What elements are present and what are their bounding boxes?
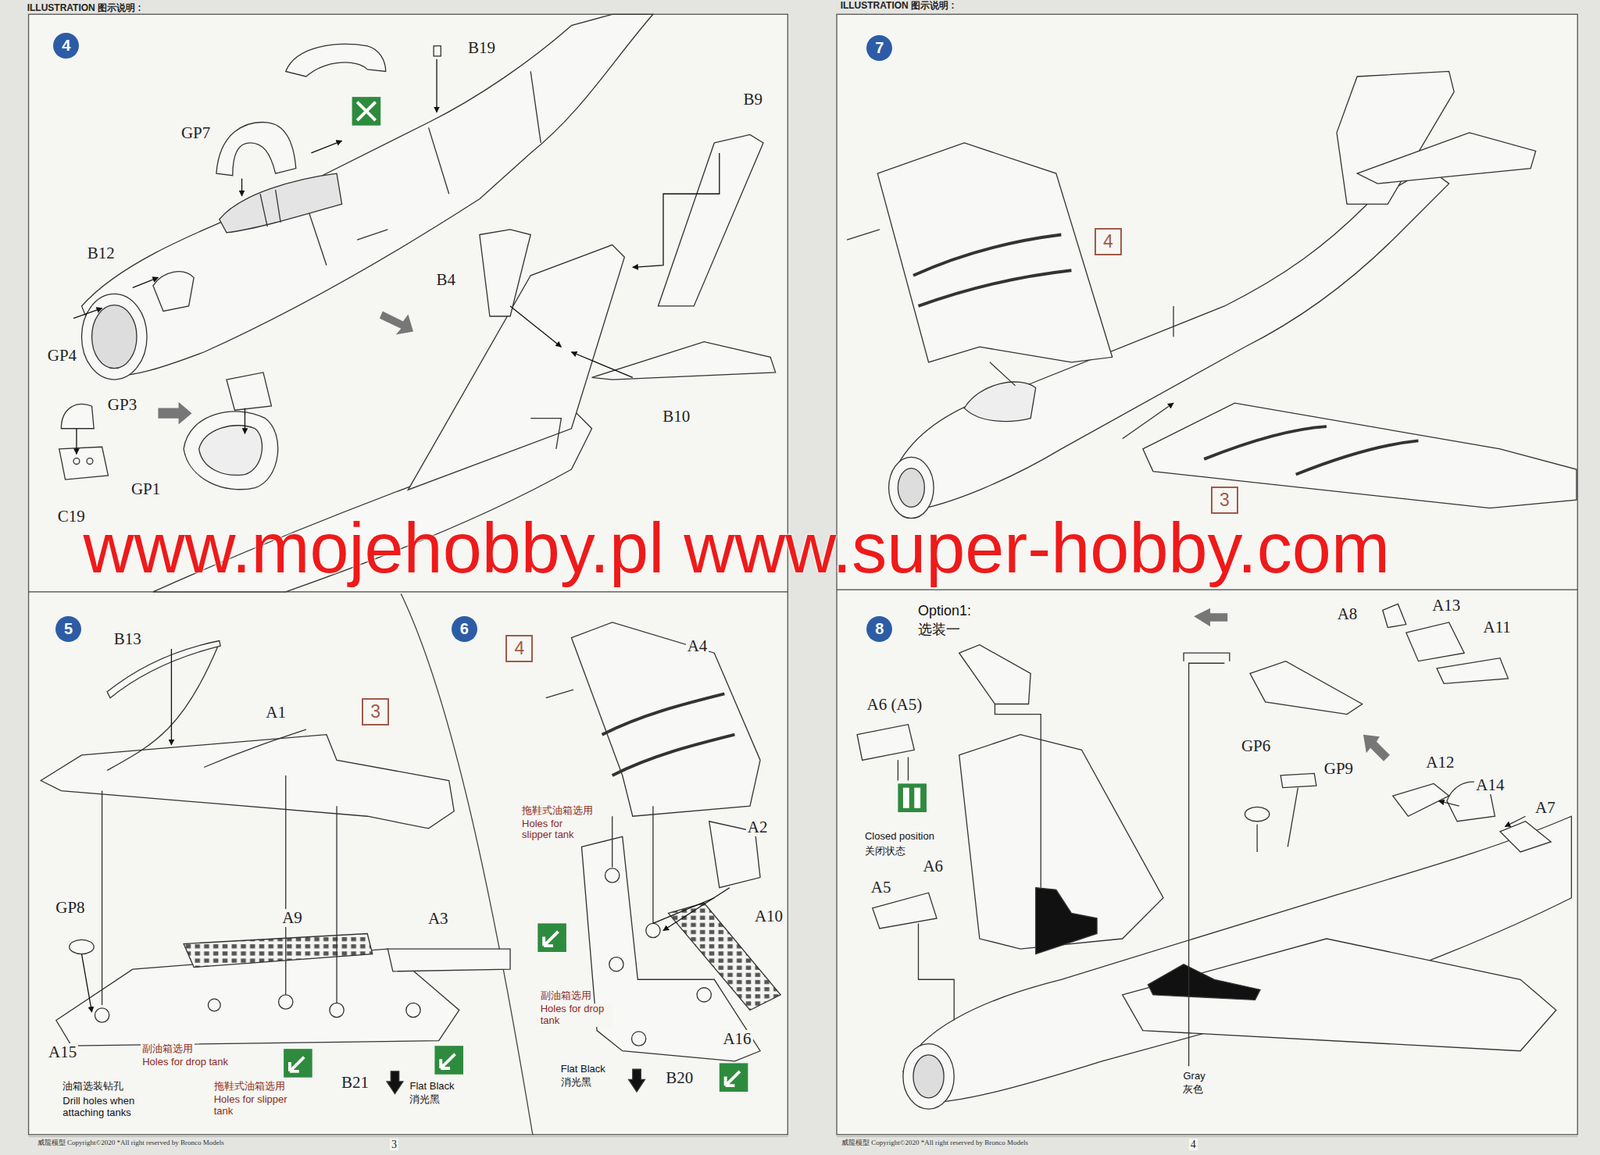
part-label: B13 [112, 630, 143, 649]
note-text: Flat Black [559, 1064, 608, 1076]
note-text: 副油箱选用 [140, 1043, 195, 1056]
step-text: 8 [875, 620, 884, 639]
part-label: B19 [466, 39, 497, 58]
part-label: A4 [685, 637, 710, 656]
part-label: A2 [746, 818, 770, 837]
part-label: GP7 [179, 124, 212, 143]
part-label: A5 [869, 878, 893, 897]
part-label: B10 [660, 407, 692, 426]
note-text: Holes for drop tank [539, 1003, 614, 1028]
step-text: 5 [64, 620, 73, 639]
part-label: A9 [280, 909, 304, 928]
part-label: 选装一 [916, 622, 962, 639]
note-text: 拖鞋式油箱选用 [212, 1081, 287, 1093]
part-label: A16 [721, 1030, 753, 1049]
footer-text: 威龍模型 Copyright©2020 *All right reserved … [35, 1139, 226, 1148]
note-text: 消光黑 [559, 1077, 593, 1090]
note-text: Holes for slipper tank [212, 1094, 293, 1118]
part-label: A13 [1430, 596, 1462, 615]
page-number: 3 [389, 1139, 399, 1151]
note-text: Holes for drop tank [140, 1057, 230, 1069]
note-text: 关闭状态 [863, 846, 908, 858]
part-label: C19 [56, 507, 87, 526]
sub-assembly-box: 4 [505, 635, 533, 663]
note-text: 油箱选装钻孔 [60, 1081, 125, 1093]
part-label: B9 [742, 90, 765, 109]
sub-assembly-box: 3 [1210, 486, 1239, 515]
page-header: ILLUSTRATION 图示说明 : [839, 0, 957, 11]
part-label: B4 [434, 271, 458, 290]
part-label: A7 [1533, 799, 1558, 818]
sub-assembly-box: 3 [361, 698, 390, 726]
part-label: B12 [85, 244, 117, 263]
part-label: A3 [426, 910, 450, 929]
part-label: A6 (A5) [865, 696, 925, 715]
part-label: B20 [664, 1069, 695, 1088]
sub-assembly-box: 4 [1094, 228, 1122, 256]
note-text: Closed position [863, 831, 936, 843]
note-text: 灰色 [1181, 1084, 1205, 1097]
part-label: GP6 [1239, 737, 1272, 756]
part-label: A1 [264, 703, 288, 722]
part-label: GP4 [46, 346, 79, 365]
part-label: Option1: [916, 603, 973, 620]
part-label: A12 [1424, 753, 1456, 772]
note-text: Gray [1181, 1071, 1207, 1083]
part-label: A15 [46, 1043, 79, 1062]
part-label: GP3 [106, 396, 139, 415]
step-text: 3 [370, 701, 381, 723]
page-header: ILLUSTRATION 图示说明 : [25, 3, 143, 14]
part-label: A6 [921, 857, 945, 876]
note-text: Drill holes when attaching tanks [60, 1096, 161, 1120]
step-text: 4 [1103, 231, 1114, 253]
step-text: 4 [61, 36, 71, 55]
part-label: A10 [753, 907, 785, 926]
note-text: Flat Black [407, 1081, 456, 1093]
note-text: 副油箱选用 [539, 990, 593, 1003]
step-text: 7 [875, 39, 884, 58]
step-number: 6 [451, 616, 478, 643]
part-label: GP9 [1322, 760, 1355, 779]
page-number: 4 [1189, 1139, 1198, 1151]
footer-text: 威龍模型 Copyright©2020 *All right reserved … [839, 1139, 1030, 1148]
note-text: Holes for slipper tank [520, 818, 595, 843]
note-text: 消光黑 [407, 1094, 442, 1107]
part-label: A11 [1481, 618, 1512, 637]
part-label: GP1 [129, 480, 162, 499]
part-label: B21 [339, 1074, 371, 1093]
note-text: 拖鞋式油箱选用 [520, 805, 595, 818]
part-label: A14 [1474, 776, 1506, 795]
step-text: 3 [1219, 489, 1230, 511]
part-label: A8 [1335, 605, 1360, 624]
step-text: 6 [460, 620, 469, 639]
step-text: 4 [514, 638, 525, 660]
watermark: www.mojehobby.pl www.super-hobby.com [81, 513, 1391, 584]
part-label: GP8 [53, 899, 86, 918]
